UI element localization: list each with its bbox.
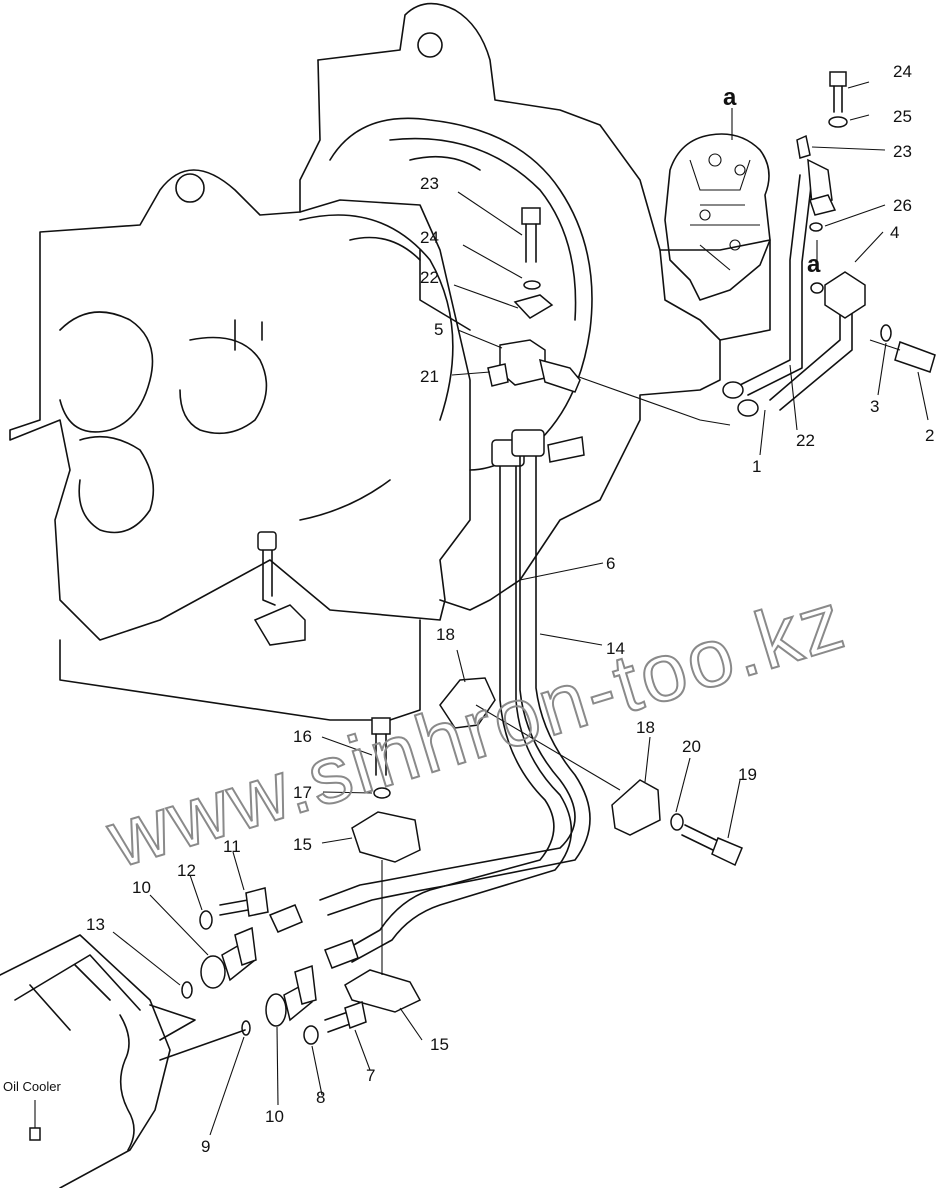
tube-assembly-right [564, 158, 866, 426]
callout-18-lower: 18 [636, 718, 655, 737]
callout-29: 26 [893, 196, 912, 215]
callout-15-upper: 15 [293, 835, 312, 854]
washer-17 [373, 787, 391, 799]
bolt-19 [681, 824, 743, 867]
callout-12: 12 [177, 861, 196, 880]
clamp-18-lower [611, 779, 661, 836]
washer-12 [199, 910, 213, 930]
leader-lines [112, 81, 929, 1136]
callout-4: 4 [890, 223, 899, 242]
callout-2: 2 [925, 426, 934, 445]
oil-cooler-label: Oil Cooler [3, 1079, 61, 1094]
transmission-housing [9, 169, 471, 721]
ref-mark-a-union: a [807, 251, 821, 278]
ref-mark-a-valve: a [723, 84, 737, 111]
callout-11: 11 [223, 837, 241, 856]
callout-23: 23 [420, 174, 439, 193]
callout-27: 24 [893, 62, 912, 81]
clamp-18-upper [439, 677, 496, 729]
callout-24: 24 [420, 228, 439, 247]
bolt-23 [521, 207, 541, 263]
callout-28: 25 [893, 107, 912, 126]
o-ring-29 [809, 222, 823, 232]
callout-10-left: 10 [132, 878, 151, 897]
callout-6: 6 [606, 554, 615, 573]
callout-15-lower: 15 [430, 1035, 449, 1054]
washer-24 [523, 280, 541, 290]
callout-14: 14 [606, 639, 625, 658]
block-5 [487, 339, 581, 393]
plate-22 [513, 294, 554, 319]
washer-28 [828, 116, 848, 128]
callout-21: 21 [420, 367, 439, 386]
flange-10-left [200, 926, 257, 989]
o-ring-4 [810, 282, 824, 294]
hose-6 [344, 439, 573, 963]
flange-10-right [265, 964, 317, 1027]
callout-20: 20 [682, 737, 701, 756]
callout-7: 7 [366, 1066, 375, 1085]
o-ring-9 [241, 1020, 251, 1036]
bolt-11 [219, 887, 269, 917]
hose-14 [319, 429, 591, 916]
callout-26: 23 [893, 142, 912, 161]
callout-13: 13 [86, 915, 105, 934]
washer-20 [670, 813, 684, 831]
o-ring-13 [181, 981, 193, 999]
bracket-under-block [547, 436, 585, 463]
washer-8 [303, 1025, 319, 1045]
callout-labels: 24 25 23 26 4 3 2 22 1 23 24 22 5 21 6 1… [86, 62, 934, 1156]
callout-18-upper: 18 [436, 625, 455, 644]
hose-ends-lower [268, 904, 359, 969]
callout-22: 22 [420, 268, 439, 287]
bolt-27 [829, 71, 847, 113]
bolt-7 [324, 1001, 367, 1033]
callout-5: 5 [434, 320, 443, 339]
oil-cooler [0, 934, 246, 1189]
callout-16: 16 [293, 727, 312, 746]
bolt-16 [371, 717, 391, 776]
callout-3: 3 [870, 397, 879, 416]
control-valve [664, 133, 771, 301]
callout-17: 17 [293, 783, 312, 802]
clamp-15-lower [344, 969, 422, 1013]
callout-25: 22 [796, 431, 815, 450]
callout-19: 19 [738, 765, 757, 784]
callout-1: 1 [752, 457, 761, 476]
union-26 [796, 134, 837, 216]
callout-9: 9 [201, 1137, 210, 1156]
callout-10-right: 10 [265, 1107, 284, 1126]
bolt-2-washer-3 [869, 324, 936, 373]
clamp-15-upper [351, 811, 421, 863]
watermark-text: www.sinhron-too.kz [97, 574, 856, 885]
dipstick-pipe [253, 531, 306, 646]
callout-8: 8 [316, 1088, 325, 1107]
